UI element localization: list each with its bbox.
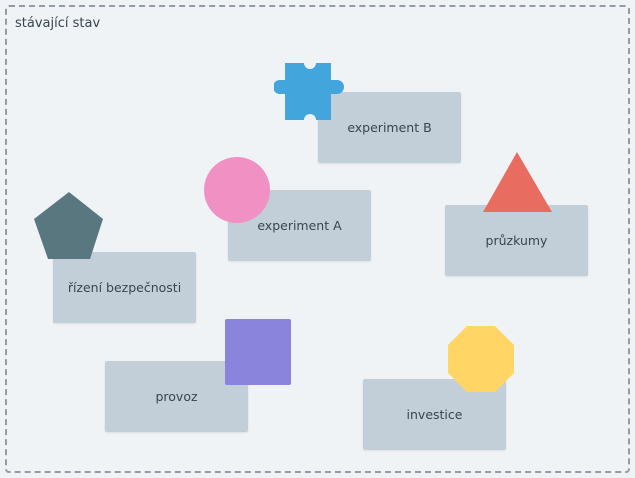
- card-rizeni-bezpecnosti[interactable]: řízení bezpečnosti: [53, 252, 196, 323]
- card-experiment-b[interactable]: experiment B: [318, 92, 461, 163]
- pentagon-icon[interactable]: [34, 192, 104, 259]
- square-icon[interactable]: [225, 319, 291, 385]
- circle-icon[interactable]: [204, 157, 270, 223]
- card-label: provoz: [155, 389, 198, 404]
- card-label: řízení bezpečnosti: [67, 280, 182, 295]
- card-label: průzkumy: [485, 233, 548, 248]
- triangle-icon[interactable]: [483, 152, 552, 212]
- octagon-icon[interactable]: [448, 326, 514, 392]
- group-frame[interactable]: [5, 5, 630, 473]
- group-title: stávající stav: [15, 16, 101, 31]
- card-label: experiment A: [257, 218, 342, 233]
- puzzle-icon[interactable]: [274, 63, 344, 121]
- card-provoz[interactable]: provoz: [105, 361, 248, 432]
- card-label: investice: [406, 407, 463, 422]
- card-label: experiment B: [347, 120, 432, 135]
- card-pruzkumy[interactable]: průzkumy: [445, 205, 588, 276]
